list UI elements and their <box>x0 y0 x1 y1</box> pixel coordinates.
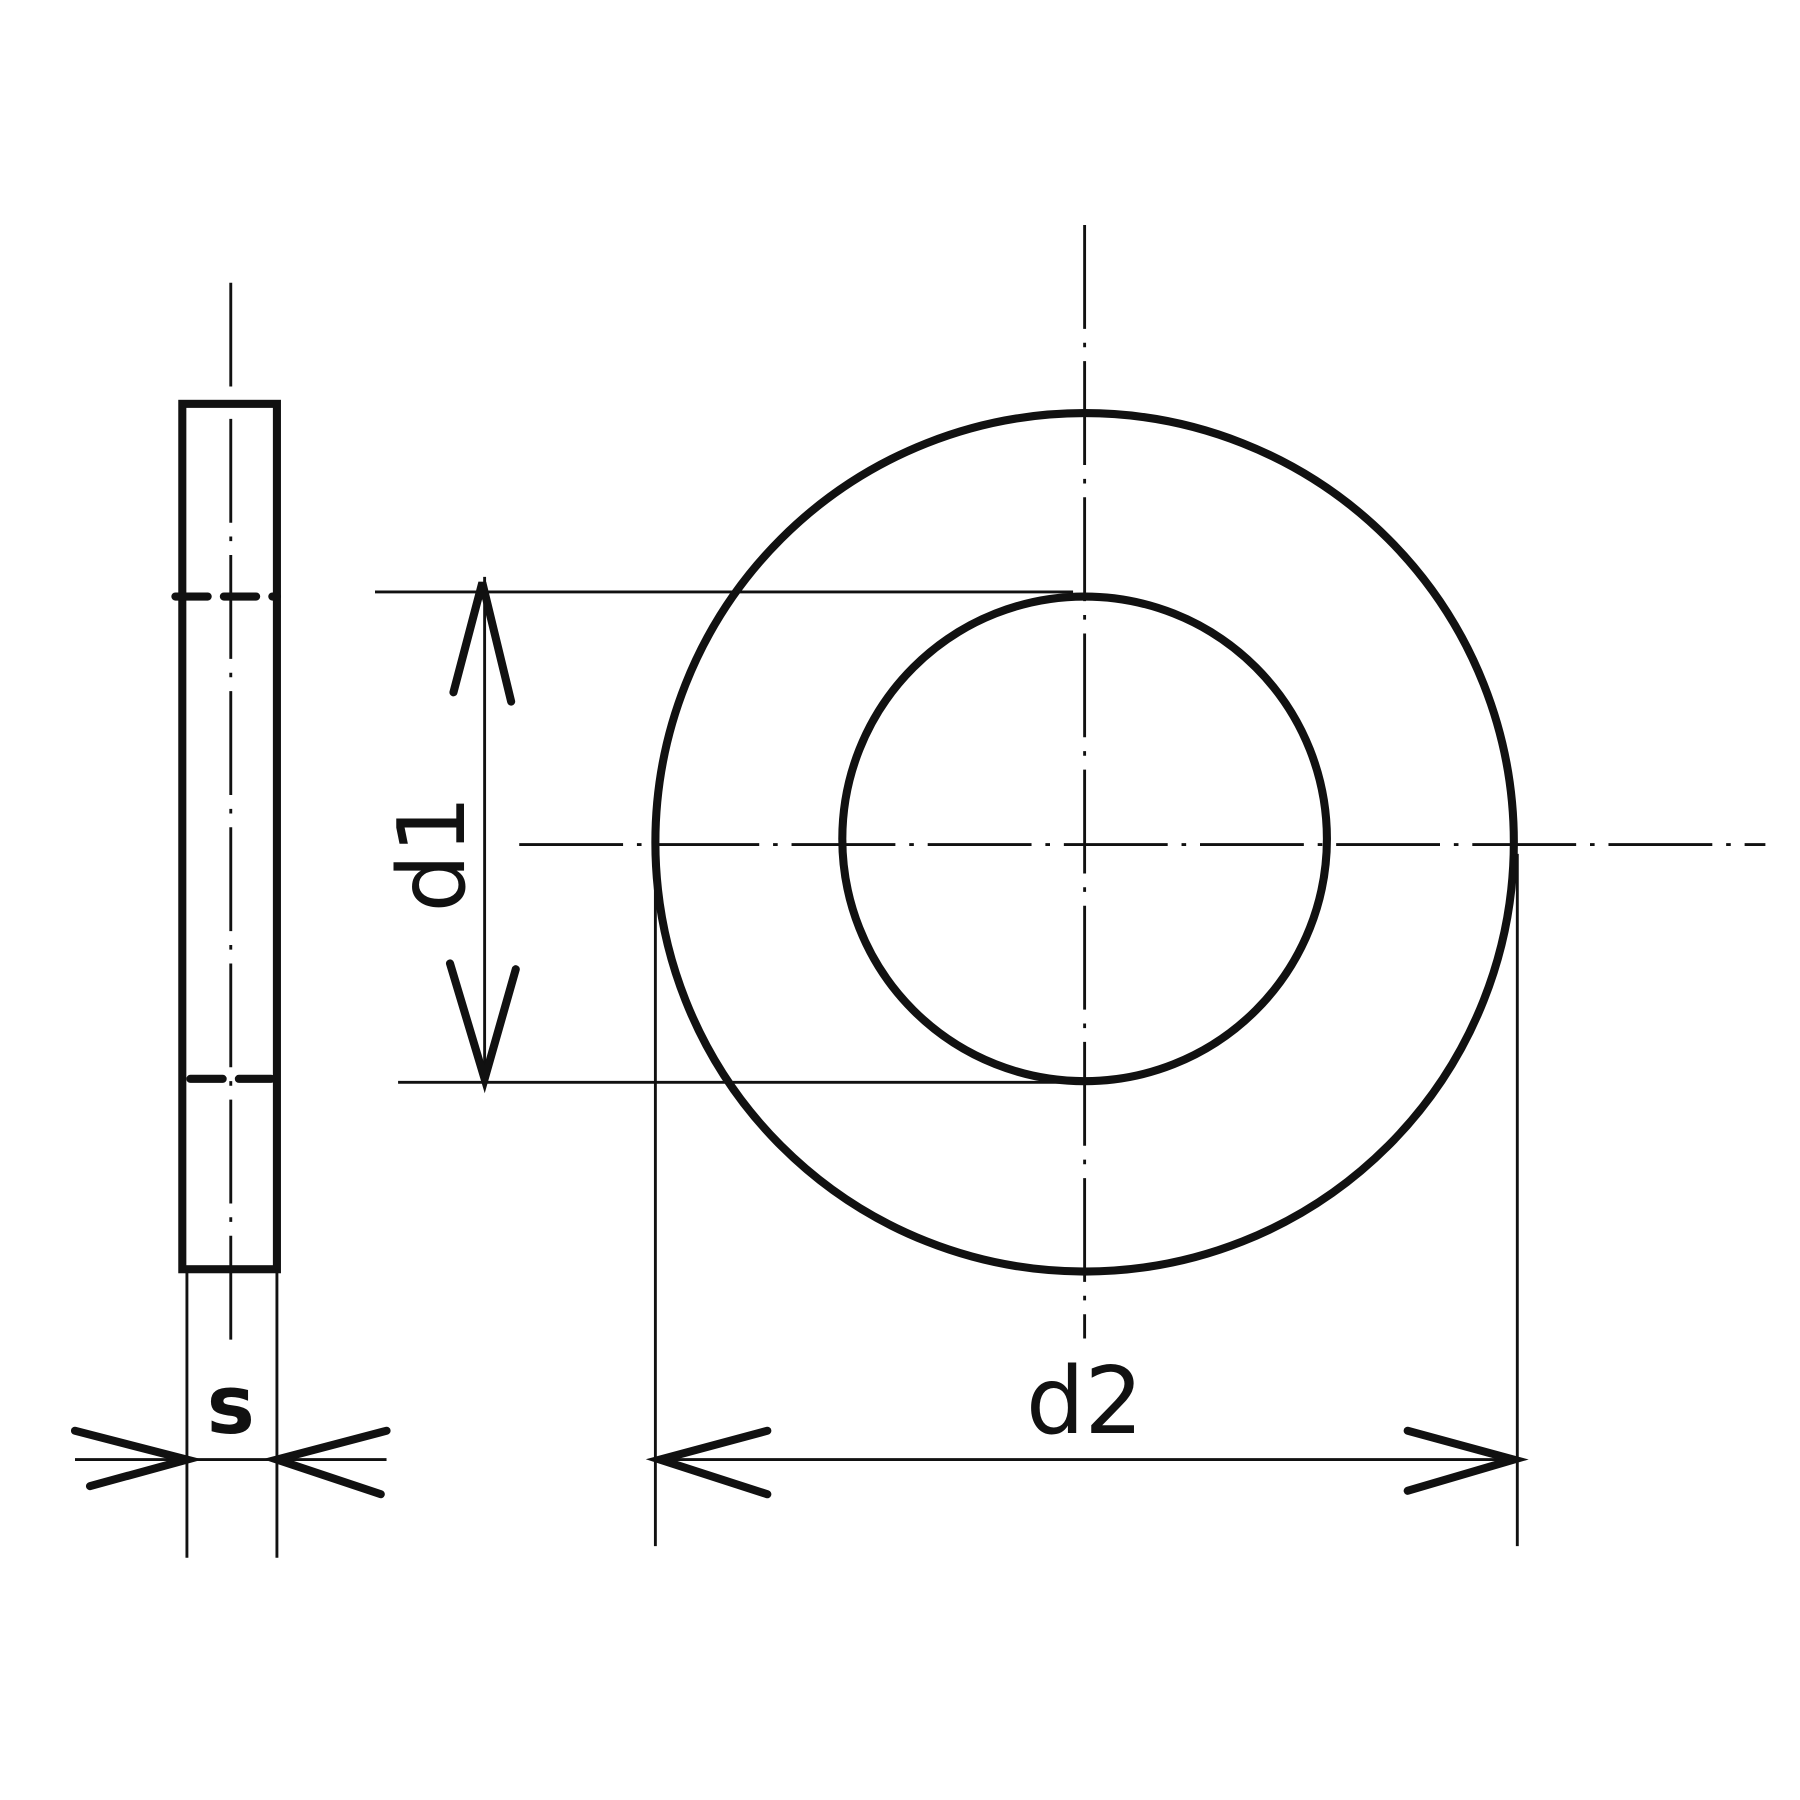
inner-circle <box>838 592 1331 1086</box>
thickness-label: s <box>207 1359 255 1453</box>
outer-circle <box>651 409 1518 1276</box>
arrow-down-icon <box>445 959 520 1094</box>
side-view: s <box>70 282 391 1558</box>
side-profile <box>178 399 281 1274</box>
arrow-right-icon <box>70 1426 203 1491</box>
arrow-left-icon <box>262 1426 391 1499</box>
outer-diameter-label: d2 <box>1026 1347 1143 1455</box>
inner-diameter-label: d1 <box>378 795 486 912</box>
arrow-up-icon <box>449 581 516 706</box>
arrow-left-icon <box>645 1426 772 1499</box>
front-view: d1 d2 <box>374 224 1766 1547</box>
arrow-right-icon <box>1403 1426 1529 1495</box>
